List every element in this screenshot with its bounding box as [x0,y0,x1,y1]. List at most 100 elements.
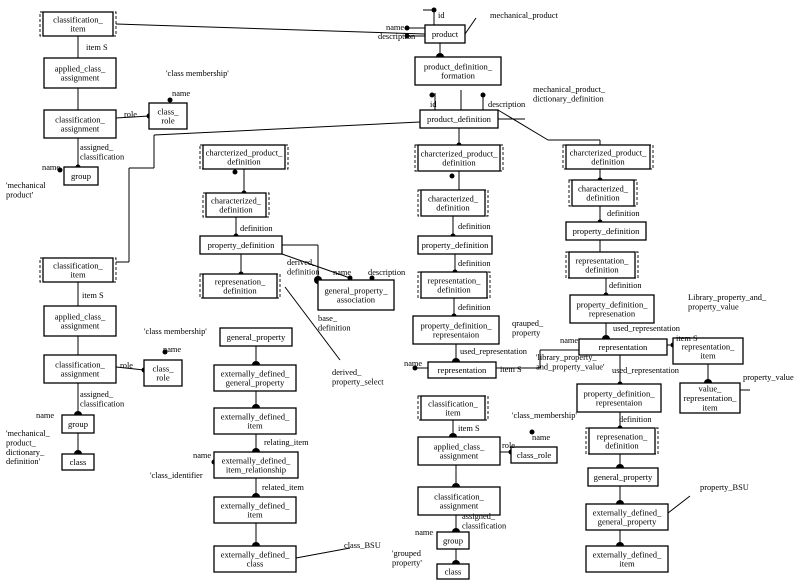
entity-box-text: characterized_ [211,195,262,205]
entity-box-text: charcterized_product_ [421,148,499,158]
relation-label-base-definition: base_ [318,314,338,323]
relation-label-role-2: role [120,361,133,370]
relation-label-grouped-property: qrauped_ [512,319,544,328]
entity-box-text: item_relationship [226,465,286,475]
relation-label-name-product: name [386,23,404,32]
connector-line [295,547,351,559]
entity-box-text: association [337,295,376,305]
connector-line [281,253,351,279]
relation-label-name-5: name [36,411,54,420]
relation-label-mpdd-q: definition' [6,457,41,466]
entity-box-class-3: class [436,563,470,580]
entity-box-applied-class-assignment-3: applied_class_assignment [417,436,501,466]
entity-box-text: property_definition_ [576,299,648,309]
entity-box-representation-2: representation [578,338,668,356]
entity-box-text: assignment [440,501,479,511]
entity-box-group-1: group [63,166,99,186]
entity-box-class-role-3: class_role [510,446,558,464]
entity-box-text: item [702,402,718,412]
entity-box-text: item [700,351,716,361]
entity-box-classification-item-1: classification_item [39,11,117,37]
entity-box-text: representation_ [576,255,630,265]
relation-label-mechanical-product: mechanical_product [490,11,559,20]
entity-box-text: item [247,421,263,431]
relation-label-derived-property-select: property_select [332,377,384,386]
entity-box-representation-item: representation_item [672,337,744,365]
relation-label-name-6: name [193,451,211,460]
relation-label-class-bsu: class_BSU [344,541,381,550]
entity-box-text: group [443,536,463,546]
relation-label-class-identifier: 'class_identifier [150,471,203,480]
entity-box-text: charcterized_product_ [206,147,284,157]
entity-box-text: class [70,457,87,467]
entity-box-cd-1: characterized_definition [202,192,270,218]
relation-label-grouped-property-q: 'grouped [392,549,422,558]
entity-box-rep-def-2: representation_definition [417,271,491,299]
entity-box-edi-1: externally_defined_item [213,407,297,435]
entity-box-product-definition: product_definition [419,109,499,129]
entity-box-text: item [70,24,86,34]
entity-box-text: definition [437,285,471,295]
entity-box-edgp-2: externally_defined_general_property [585,503,669,531]
entity-box-text: class_role [517,450,552,460]
relation-label-name-9: name [415,528,433,537]
relation-label-mechanical-product-q: product' [6,190,34,199]
entity-box-edc: externally_defined_class [213,545,297,573]
entity-box-text: externally_defined_ [221,500,290,510]
entity-box-text: general_property [598,517,657,527]
entity-box-text: item [619,559,635,569]
relation-label-library-pv: property_value [688,302,739,311]
relation-label-id-pd: id [430,100,437,109]
relation-label-derived-property-select: derived_ [332,368,362,377]
relation-label-definition-2: definition [458,222,491,231]
entity-box-text: charcterized_product_ [570,147,648,157]
connector-line [284,286,341,361]
relation-label-mpdd-q: product_ [6,438,37,447]
entity-box-text: property_definition [422,240,490,250]
relation-label-assigned-classification-3: assigned_ [462,512,496,521]
entity-box-text: definition [219,205,253,215]
relation-label-item-s-3: item S [500,365,522,374]
relation-label-property-bsu: property_BSU [700,483,749,492]
entity-box-text: general_property_ [325,285,389,295]
relation-label-definition-5: definition [607,209,640,218]
relation-label-mpdd: mechanical_product_ [533,85,606,94]
entity-box-classification-item-2: classification_item [39,257,117,283]
relation-label-base-definition: definition [318,323,351,332]
connector-line [153,121,421,136]
connector-line [497,109,549,141]
relation-label-item-s-1: item S [86,43,108,52]
entity-box-text: item [247,510,263,520]
entity-box-text: product_definition_ [424,61,493,71]
relation-dot [232,169,238,175]
entity-box-product: product [424,24,466,44]
entity-box-classification-assignment-3: classification_assignment [417,486,501,516]
entity-box-text: assignment [61,369,100,379]
entity-box-classification-assignment-2: classification_assignment [43,354,117,384]
entity-box-text: representation [438,365,487,375]
entity-box-applied-class-assignment-2: applied_class_assignment [43,305,117,337]
relation-label-name-4: name [163,345,181,354]
connector-lines [77,9,750,564]
relation-dot [162,349,168,355]
relation-dot [529,429,535,435]
entity-box-text: definition [585,265,619,275]
entity-box-applied-class-assignment-1: applied_class_assignment [43,57,117,89]
entity-box-text: representaion [433,330,480,340]
entity-box-text: characterized_ [578,183,629,193]
entity-box-general-property-1: general_property [219,327,293,347]
relation-label-property-value: property_value [743,373,794,382]
entity-box-class-2: class [61,453,95,471]
entity-box-edi-3: externally_defined_item [585,545,669,573]
entity-box-text: class [247,559,264,569]
entity-box-text: role [156,373,170,383]
relation-label-name-3: name [333,268,351,277]
entity-box-text: classification_ [53,14,103,24]
relation-label-name-10: name [560,336,578,345]
entity-box-text: definition [227,157,261,167]
entity-boxes: classification_itemapplied_class_assignm… [39,11,744,580]
entity-box-property-definition-2: property_definition [417,235,493,255]
entity-box-text: class_ [157,106,179,116]
entity-box-edir: externally_defined_item_relationship [213,451,299,479]
